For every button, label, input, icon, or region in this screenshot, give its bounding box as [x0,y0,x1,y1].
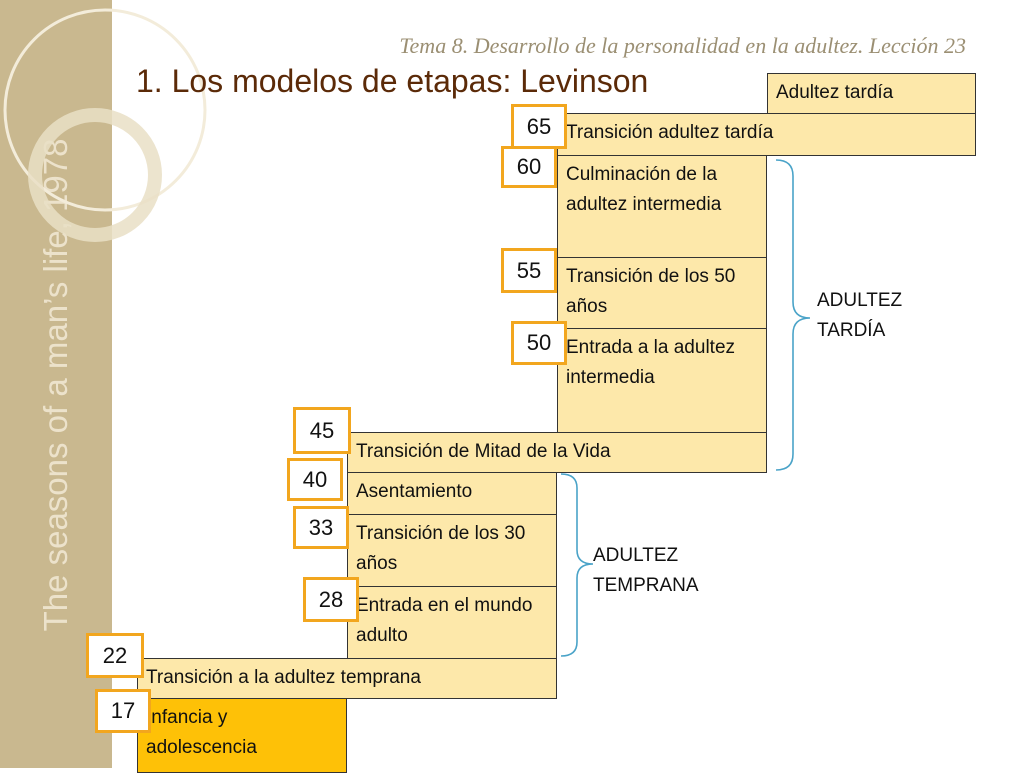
age-45: 45 [293,407,351,454]
age-60: 60 [501,146,557,188]
age-40: 40 [287,458,343,501]
age-50: 50 [511,321,567,365]
stage-transicion-adultez-tardia: Transición adultez tardía [557,113,976,156]
page-title: 1. Los modelos de etapas: Levinson [136,63,649,99]
stage-asentamiento: Asentamiento [347,472,557,515]
age-55: 55 [501,248,557,293]
stage-transicion-adultez-temprana: Transición a la adultez temprana [137,658,557,699]
group-label-line: ADULTEZ [593,545,679,566]
age-28: 28 [303,577,359,622]
group-label-line: TEMPRANA [593,575,699,596]
stage-entrada-adultez-intermedia: Entrada a la adultez intermedia [557,328,767,433]
brace-adultez-temprana [560,473,594,657]
age-22: 22 [86,633,144,678]
age-17: 17 [95,689,151,733]
side-book-title: The seasons of a man’s life, 1978 [37,138,74,632]
stage-culminacion-adultez-intermedia: Culminación de la adultez intermedia [557,155,767,258]
stage-transicion-30: Transición de los 30 años [347,514,557,587]
stage-transicion-mitad-vida: Transición de Mitad de la Vida [347,432,767,473]
age-65: 65 [511,104,567,149]
lesson-header: Tema 8. Desarrollo de la personalidad en… [399,33,966,58]
group-label-line: ADULTEZ [817,290,903,311]
stage-transicion-50: Transición de los 50 años [557,257,767,329]
stage-entrada-mundo-adulto: Entrada en el mundo adulto [347,586,557,659]
group-label-adultez-tardia: ADULTEZ TARDÍA [817,286,902,346]
group-label-line: TARDÍA [817,320,886,341]
group-label-adultez-temprana: ADULTEZ TEMPRANA [593,541,699,601]
stage-infancia-adolescencia: Infancia y adolescencia [137,698,347,773]
stage-adultez-tardia: Adultez tardía [767,73,976,114]
age-33: 33 [293,506,349,549]
brace-adultez-tardia [775,159,811,471]
